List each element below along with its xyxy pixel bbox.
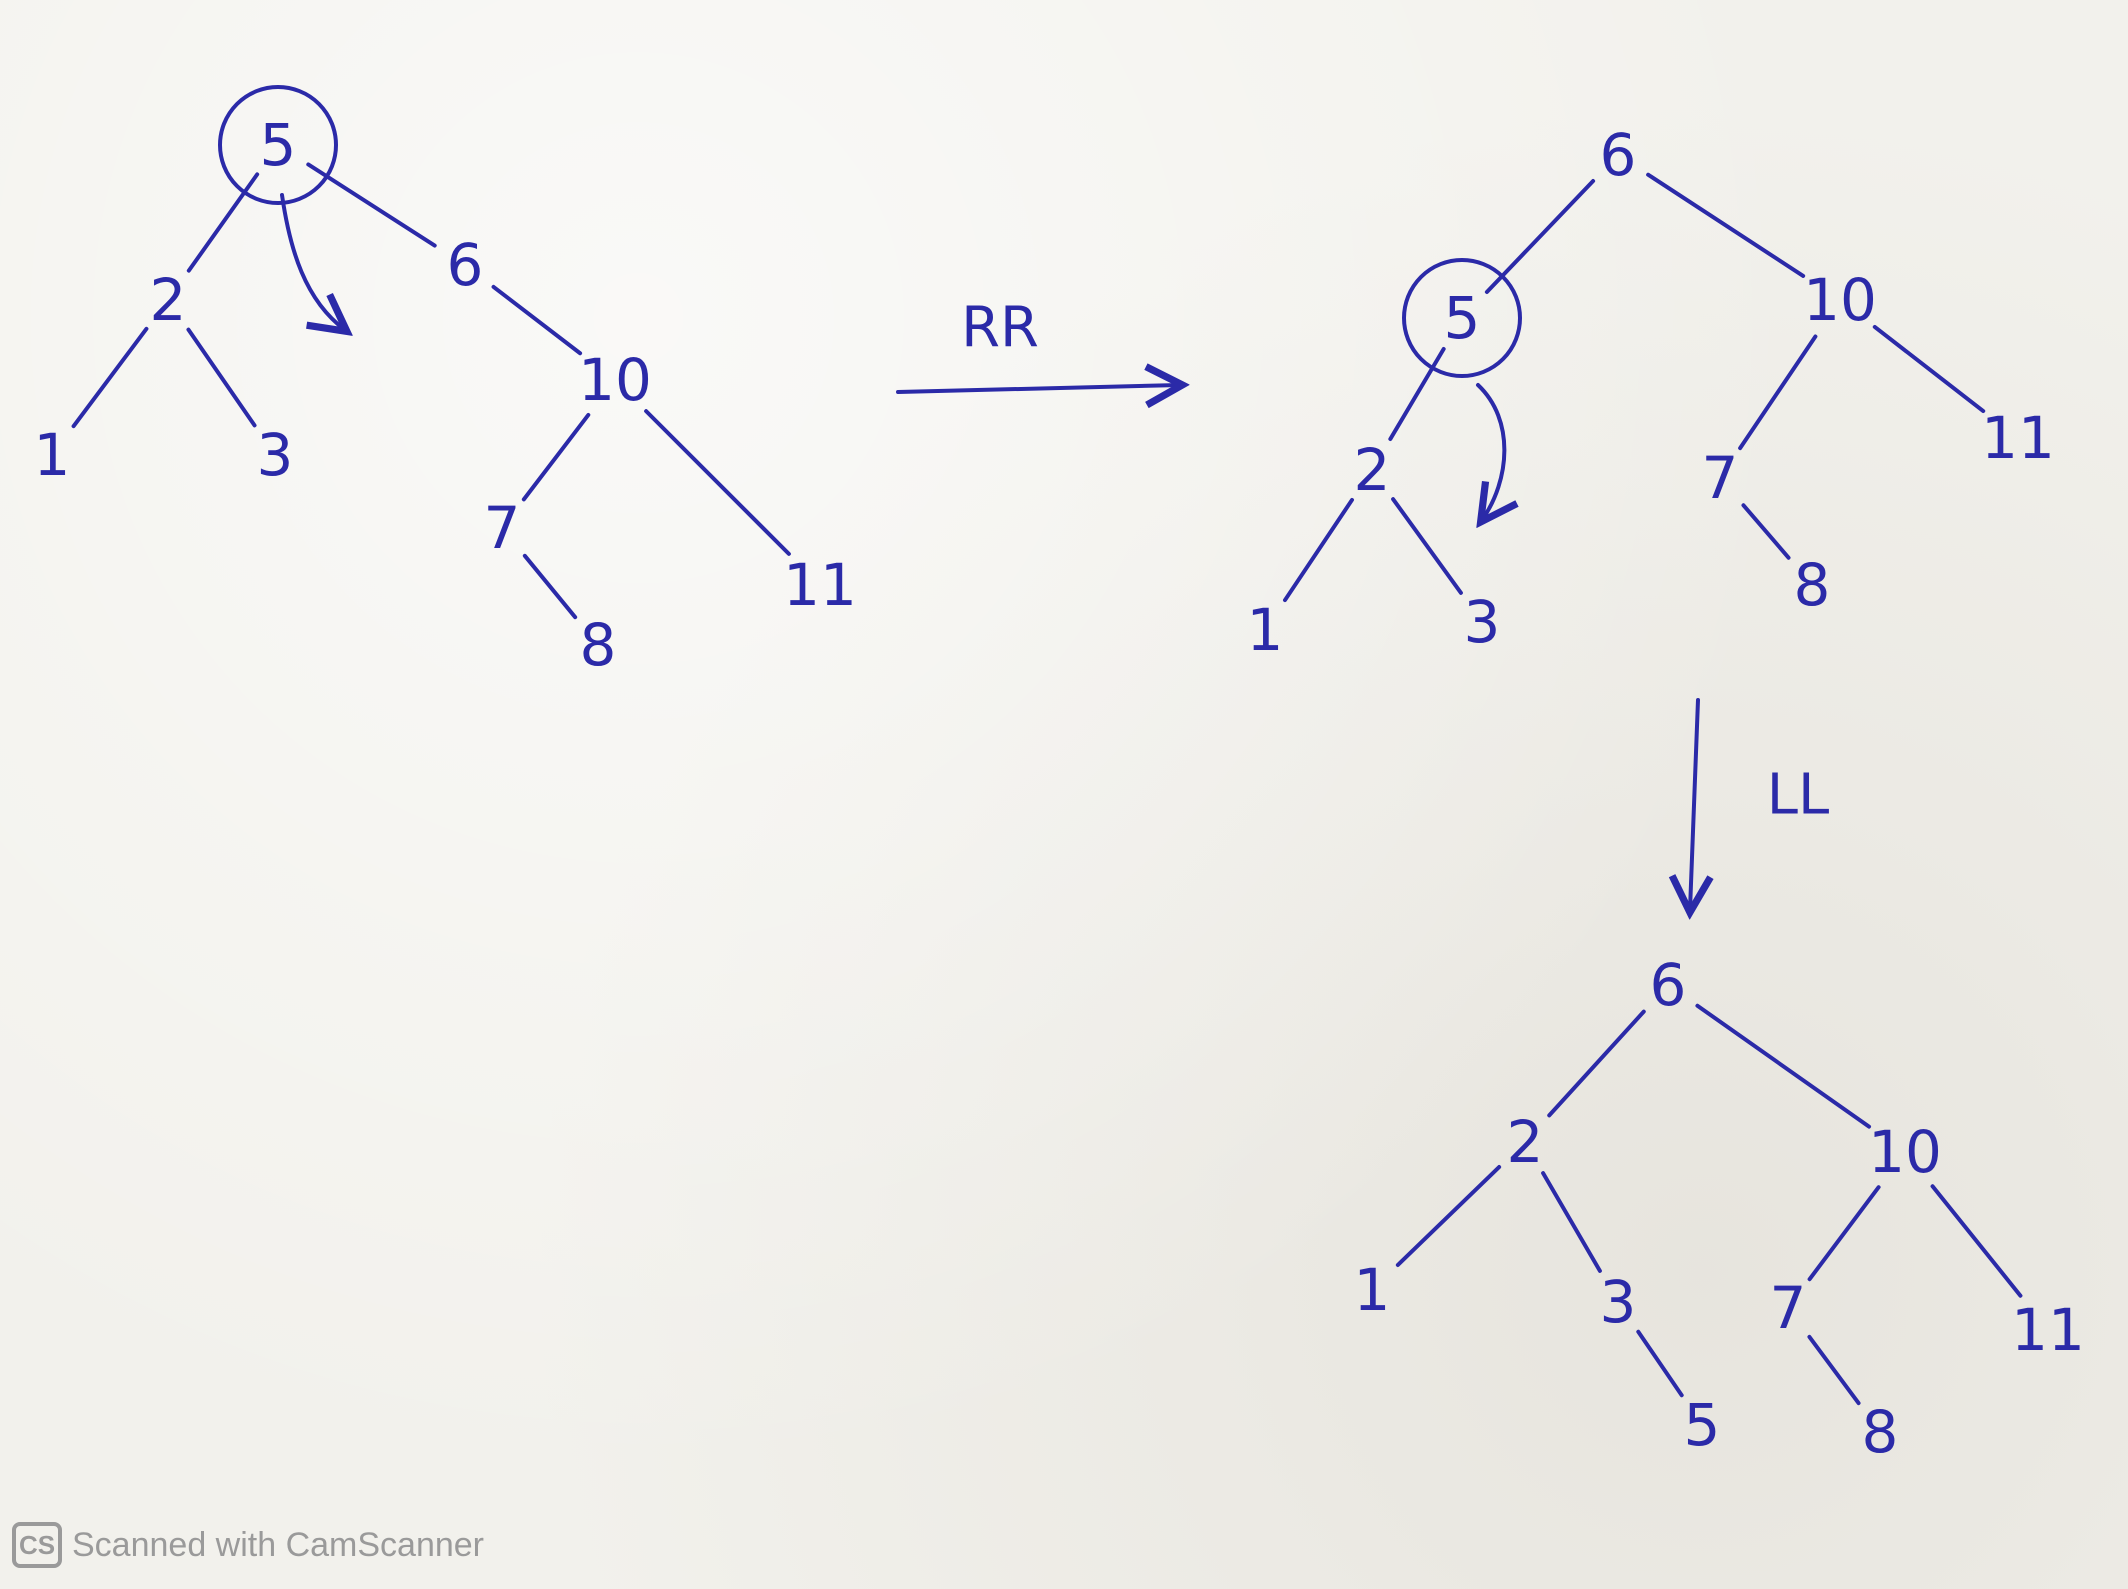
ll-arrow [1690,698,1698,910]
rotation-hint-arrow [1476,383,1504,520]
tree-edge [522,553,578,620]
tree-edge [1872,324,1986,414]
node-label: 6 [1600,121,1637,189]
node-label: 3 [1464,588,1501,656]
tree-node-3: 3 [1464,588,1501,656]
tree-node-11: 11 [1981,404,2055,472]
tree-node-6: 6 [447,231,484,299]
tree-node-1: 1 [1247,596,1284,664]
rotation-hint-arrow [280,193,345,330]
tree-edge [491,284,583,356]
tree-edge [306,162,437,248]
rr-arrow [896,385,1180,392]
tree-node-2: 2 [1507,1108,1544,1176]
tree-node-3: 3 [257,421,294,489]
tree-edge [1807,1185,1881,1282]
node-label: 11 [2011,1296,2085,1364]
tree-node-6: 6 [1650,951,1687,1019]
ll-transition: LL [1690,698,1829,910]
tree-node-2: 2 [150,266,187,334]
tree-node-5: 5 [1402,258,1522,378]
edges-layer [71,162,2023,1406]
tree-edge [1807,1334,1861,1406]
tree-edge [1646,172,1806,278]
node-label: 7 [1770,1274,1807,1342]
node-label: 6 [447,231,484,299]
tree-node-10: 10 [1803,266,1877,334]
tree-edge [1484,179,1596,294]
tree-edge [1930,1184,2023,1298]
tree-edge [1695,1003,1872,1129]
tree-edge [1741,503,1791,560]
node-label: 3 [1600,1268,1637,1336]
node-label: 5 [1684,1391,1721,1459]
tree-node-5: 5 [1684,1391,1721,1459]
rr-label: RR [961,296,1039,361]
tree-edge [71,326,149,429]
node-label: 1 [34,421,71,489]
node-label: 2 [1507,1108,1544,1176]
tree-node-10: 10 [1868,1118,1942,1186]
tree-node-8: 8 [1794,551,1831,619]
node-label: 11 [783,551,857,619]
tree-edge [186,172,260,273]
tree-edge [186,327,257,428]
tree-node-8: 8 [580,611,617,679]
camscanner-logo: CS [12,1522,62,1568]
tree-node-5: 5 [218,85,338,205]
tree-node-1: 1 [34,421,71,489]
node-label: 8 [1794,551,1831,619]
ll-label: LL [1767,763,1829,828]
tree-node-7: 7 [1770,1274,1807,1342]
tree-edge [1395,1165,1502,1267]
tree-node-6: 6 [1600,121,1637,189]
node-label: 11 [1981,404,2055,472]
node-label: 8 [580,611,617,679]
node-label: 10 [1868,1118,1942,1186]
tree-node-11: 11 [783,551,857,619]
node-label: 1 [1247,596,1284,664]
node-label: 7 [1702,444,1739,512]
tree-edge [1738,334,1818,451]
node-label: 5 [260,111,297,179]
tree-edge [1541,1171,1602,1273]
tree-node-8: 8 [1862,1398,1899,1466]
tree-node-1: 1 [1354,1256,1391,1324]
tree-edge [521,412,591,502]
node-label: 7 [484,494,521,562]
tree-node-7: 7 [1702,444,1739,512]
node-label: 10 [1803,266,1877,334]
tree-edge [644,409,791,556]
node-label: 2 [150,266,187,334]
node-label: 6 [1650,951,1687,1019]
tree-edge [1547,1009,1646,1118]
tree-node-3: 3 [1600,1268,1637,1336]
highlight-circle [1402,258,1522,378]
node-label: 5 [1444,284,1481,352]
camscanner-watermark: CS Scanned with CamScanner [12,1522,484,1568]
tree-node-7: 7 [484,494,521,562]
highlight-circle [218,85,338,205]
node-label: 3 [257,421,294,489]
tree-node-10: 10 [578,346,652,414]
node-label: 8 [1862,1398,1899,1466]
tree-edge [1388,346,1446,442]
tree-node-2: 2 [1354,436,1391,504]
node-label: 1 [1354,1256,1391,1324]
tree-edge [1283,497,1354,603]
node-label: 2 [1354,436,1391,504]
tree-edge [1391,497,1463,595]
watermark-text: Scanned with CamScanner [72,1525,485,1564]
tree-edge [1636,1329,1684,1398]
tree-node-11: 11 [2011,1296,2085,1364]
node-label: 10 [578,346,652,414]
rr-transition: RR [896,296,1180,393]
